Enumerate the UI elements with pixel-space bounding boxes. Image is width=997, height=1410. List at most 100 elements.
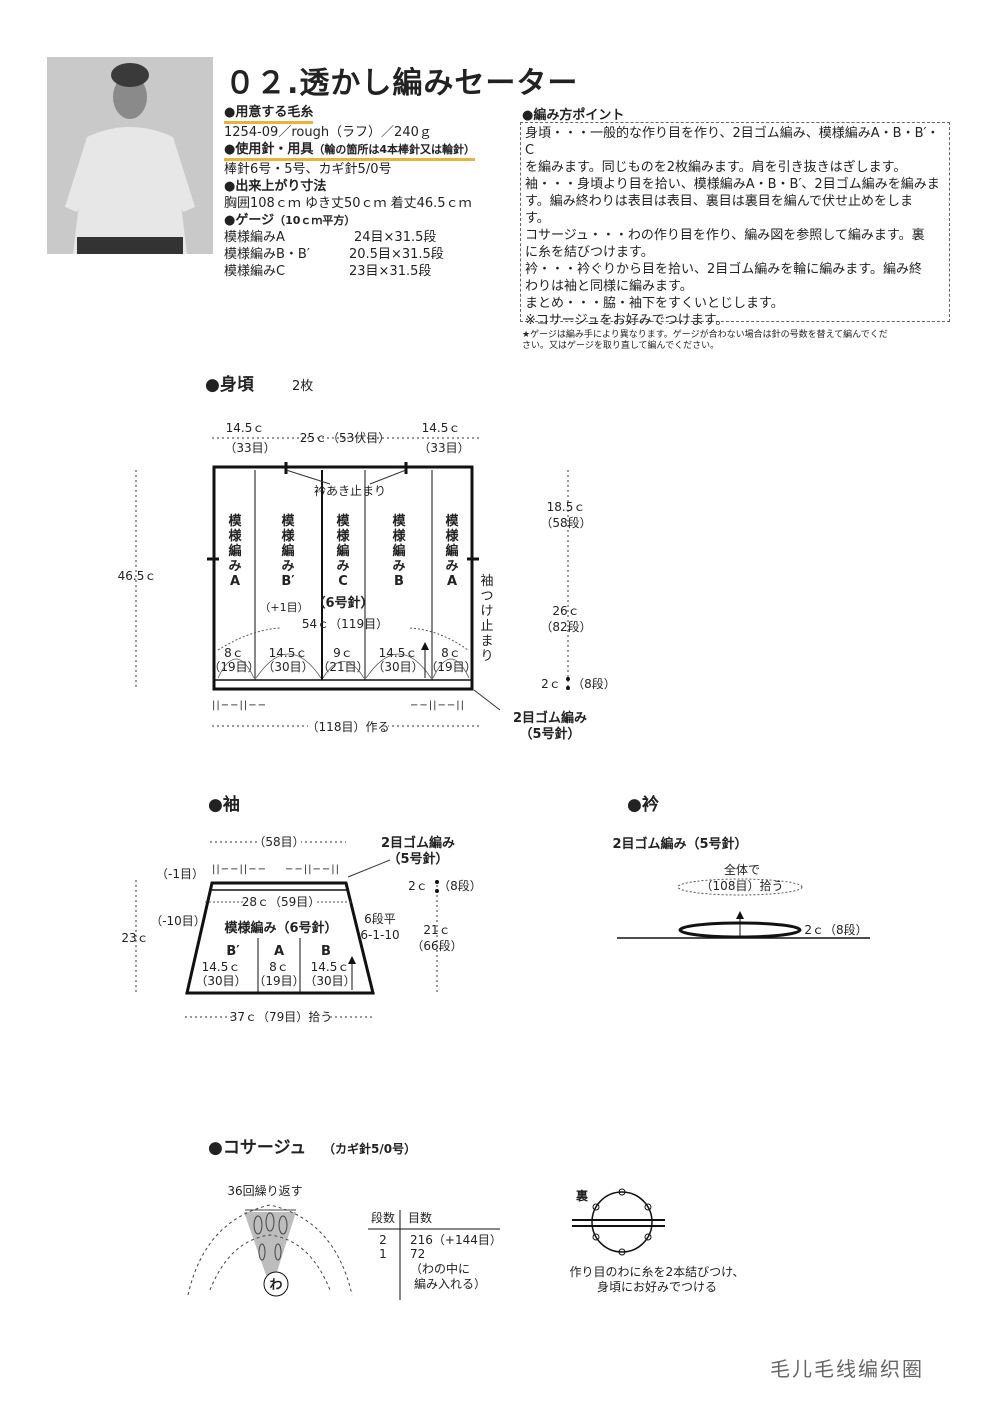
svg-text:37ｃ（79目）拾う: 37ｃ（79目）拾う [230,1009,333,1024]
svg-text:り: り [480,649,493,664]
svg-text:裏: 裏 [575,1188,589,1203]
svg-text:（わの中に: （わの中に [410,1261,470,1276]
svg-text:編: 編 [392,543,405,559]
svg-text:袖: 袖 [480,574,493,589]
svg-text:||−−||−−: ||−−||−− [212,864,267,875]
svg-text:2: 2 [379,1233,387,1247]
svg-text:（5号針）: （5号針） [519,726,580,742]
point-line: ※コサージュをお好みでつけます。 [525,313,729,328]
svg-text:28ｃ（59目）: 28ｃ（59目） [242,895,321,909]
svg-text:目数: 目数 [408,1210,432,1225]
svg-text:21ｃ: 21ｃ [423,923,450,937]
svg-text:わ: わ [269,1278,282,1293]
svg-text:216（+144目）: 216（+144目） [410,1233,502,1247]
svg-text:み: み [228,559,241,574]
sleeve-heading: ●袖 [208,794,240,815]
corsage-heading: ●コサージュ [208,1138,306,1158]
svg-text:身頃にお好みでつける: 身頃にお好みでつける [597,1279,717,1294]
svg-text:様: 様 [392,528,406,544]
neck-label: 衿あき止まり [314,483,386,498]
body-count: 2枚 [292,379,313,394]
point-line: コサージュ・・・わの作り目を作り、編み図を参照して編みます。裏 [525,228,925,243]
watermark: 毛儿毛线编织圈 [770,1357,924,1381]
needle-six: （6号針） [312,595,373,611]
svg-text:（30目）: （30目） [262,660,313,674]
svg-text:け: け [480,604,493,619]
svg-text:14.5ｃ: 14.5ｃ [311,960,350,974]
svg-text:−−||−−||: −−||−−|| [410,700,465,711]
svg-text:A: A [230,574,240,589]
gauge-note: （10ｃｍ平方） [274,214,356,227]
svg-text:段数: 段数 [371,1210,395,1225]
svg-text:止: 止 [480,619,493,634]
svg-text:18.5ｃ: 18.5ｃ [547,500,586,514]
gauge-heading: ●ゲージ [224,213,275,228]
svg-text:み: み [445,559,458,574]
sleeve-outline [185,881,375,995]
model-photo [47,57,213,254]
sleeve-top: （58目） [253,835,304,849]
svg-text:作り目のわに糸を2本結びつけ、: 作り目のわに糸を2本結びつけ、 [569,1265,744,1279]
yarn-heading: ●用意する毛糸 [224,104,314,124]
yarn-text: 1254-09／rough（ラフ）／240ｇ [224,125,432,140]
gauge-note-text: ★ゲージは編み手により異なります。ゲージが合わない場合は針の号数を替えて編んでく… [522,330,888,351]
svg-text:（8段）: （8段） [438,878,482,893]
svg-text:A: A [274,944,284,959]
svg-text:B: B [321,944,331,959]
svg-text:様: 様 [228,528,242,544]
svg-text:2ｃ: 2ｃ [408,879,428,893]
svg-text:様: 様 [445,528,459,544]
point-line: 袖・・・身頃より目を拾い、模様編みA・B・B′、2目ゴム編みを編みま [525,177,940,192]
needle-note: （輪の箇所は4本棒針又は輪針） [313,143,475,156]
body-top-right: 14.5ｃ [422,421,461,435]
svg-text:A: A [447,574,457,589]
svg-text:み: み [336,559,349,574]
svg-text:模: 模 [392,513,406,529]
body-height: 46.5ｃ [118,569,157,583]
svg-text:（8段）: （8段） [572,676,616,691]
svg-text:（-10目）: （-10目） [150,914,206,928]
svg-text:み: み [392,559,405,574]
body-top-right-st: （33目） [418,441,469,455]
svg-text:（66段）: （66段） [411,938,462,953]
svg-text:模: 模 [336,513,350,529]
point-line: す。編み終わりは表目は表目、裏目は裏目を編んで伏せ止めをしま [525,194,914,209]
svg-text:模: 模 [281,513,295,529]
point-line: に糸を結びつけます。 [525,245,654,260]
svg-text:2目ゴム編み（5号針）: 2目ゴム編み（5号針） [612,836,747,852]
svg-text:72: 72 [410,1247,425,1261]
size-text: 胸囲108ｃｍ ゆき丈50ｃｍ 着丈46.5ｃｍ [224,196,472,211]
svg-text:（21目）: （21目） [317,660,368,674]
point-line: わりは袖と同様に編みます。 [525,279,693,294]
svg-text:9ｃ: 9ｃ [333,646,353,660]
svg-text:2ｃ（8段）: 2ｃ（8段） [804,922,867,937]
gauge-row: 模様編みB・B′20.5目×31.5段 [224,247,444,262]
svg-text:6-1-10: 6-1-10 [360,928,399,942]
svg-text:全体で: 全体で [724,862,760,877]
svg-text:編: 編 [445,543,458,559]
svg-text:（カギ針5/0号）: （カギ針5/0号） [323,1141,416,1156]
points-box: 身頃・・・一般的な作り目を作り、2目ゴム編み、模様編みA・B・B′・C を編みま… [520,122,950,328]
svg-text:模様編み（6号針）: 模様編み（6号針） [224,920,337,936]
svg-text:（58段）: （58段） [540,515,591,530]
svg-text:様: 様 [336,528,350,544]
size-heading: ●出来上がり寸法 [224,179,327,194]
svg-text:||−−||−−: ||−−||−− [212,700,267,711]
svg-text:編: 編 [228,543,241,559]
cast-on: （118目）作る [307,720,390,734]
svg-text:26ｃ: 26ｃ [552,604,579,618]
plus-one: （+1目） [259,601,308,614]
svg-text:様: 様 [281,528,295,544]
body-top-mid: 25ｃ（53伏目） [300,431,391,445]
model-figure [47,57,213,254]
svg-text:（30目）: （30目） [372,660,423,674]
svg-text:23ｃ: 23ｃ [121,931,148,945]
svg-text:（108目）拾う: （108目）拾う [701,878,784,893]
svg-text:編: 編 [336,543,349,559]
svg-text:B′: B′ [226,944,240,959]
body-outline [212,465,474,691]
svg-text:編: 編 [281,543,294,559]
svg-text:模: 模 [445,513,459,529]
